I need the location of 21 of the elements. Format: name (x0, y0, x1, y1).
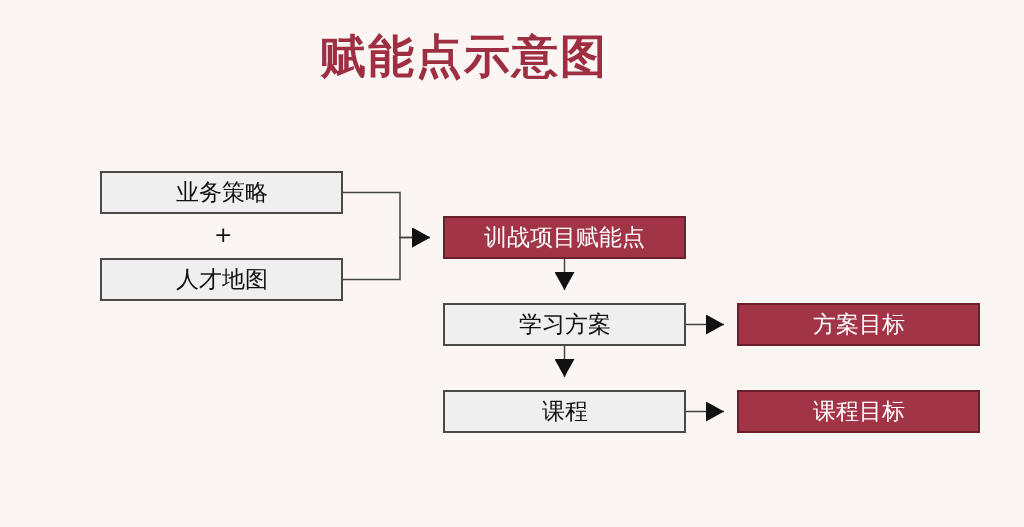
process-box (443, 216, 686, 259)
box-label: 训战项目赋能点 (484, 226, 645, 249)
connector-arrow (342, 227, 431, 281)
connector-arrow (554, 258, 575, 291)
connector-arrow (685, 314, 725, 335)
box-label: 课程 (541, 400, 588, 423)
process-box (737, 390, 980, 433)
diagram-title: 赋能点示意图 (320, 28, 608, 85)
plus-sign: + (214, 224, 233, 246)
connector-arrow (554, 345, 575, 378)
box-label: 人才地图 (175, 268, 268, 291)
box-label: 方案目标 (812, 313, 905, 336)
process-box (737, 303, 980, 346)
box-label: 业务策略 (175, 181, 268, 204)
box-label: 课程目标 (812, 400, 905, 423)
box-label: 学习方案 (518, 313, 611, 336)
process-box (100, 171, 343, 214)
process-box (100, 258, 343, 301)
process-box (443, 303, 686, 346)
connector-arrow (685, 401, 725, 422)
process-box (443, 390, 686, 433)
